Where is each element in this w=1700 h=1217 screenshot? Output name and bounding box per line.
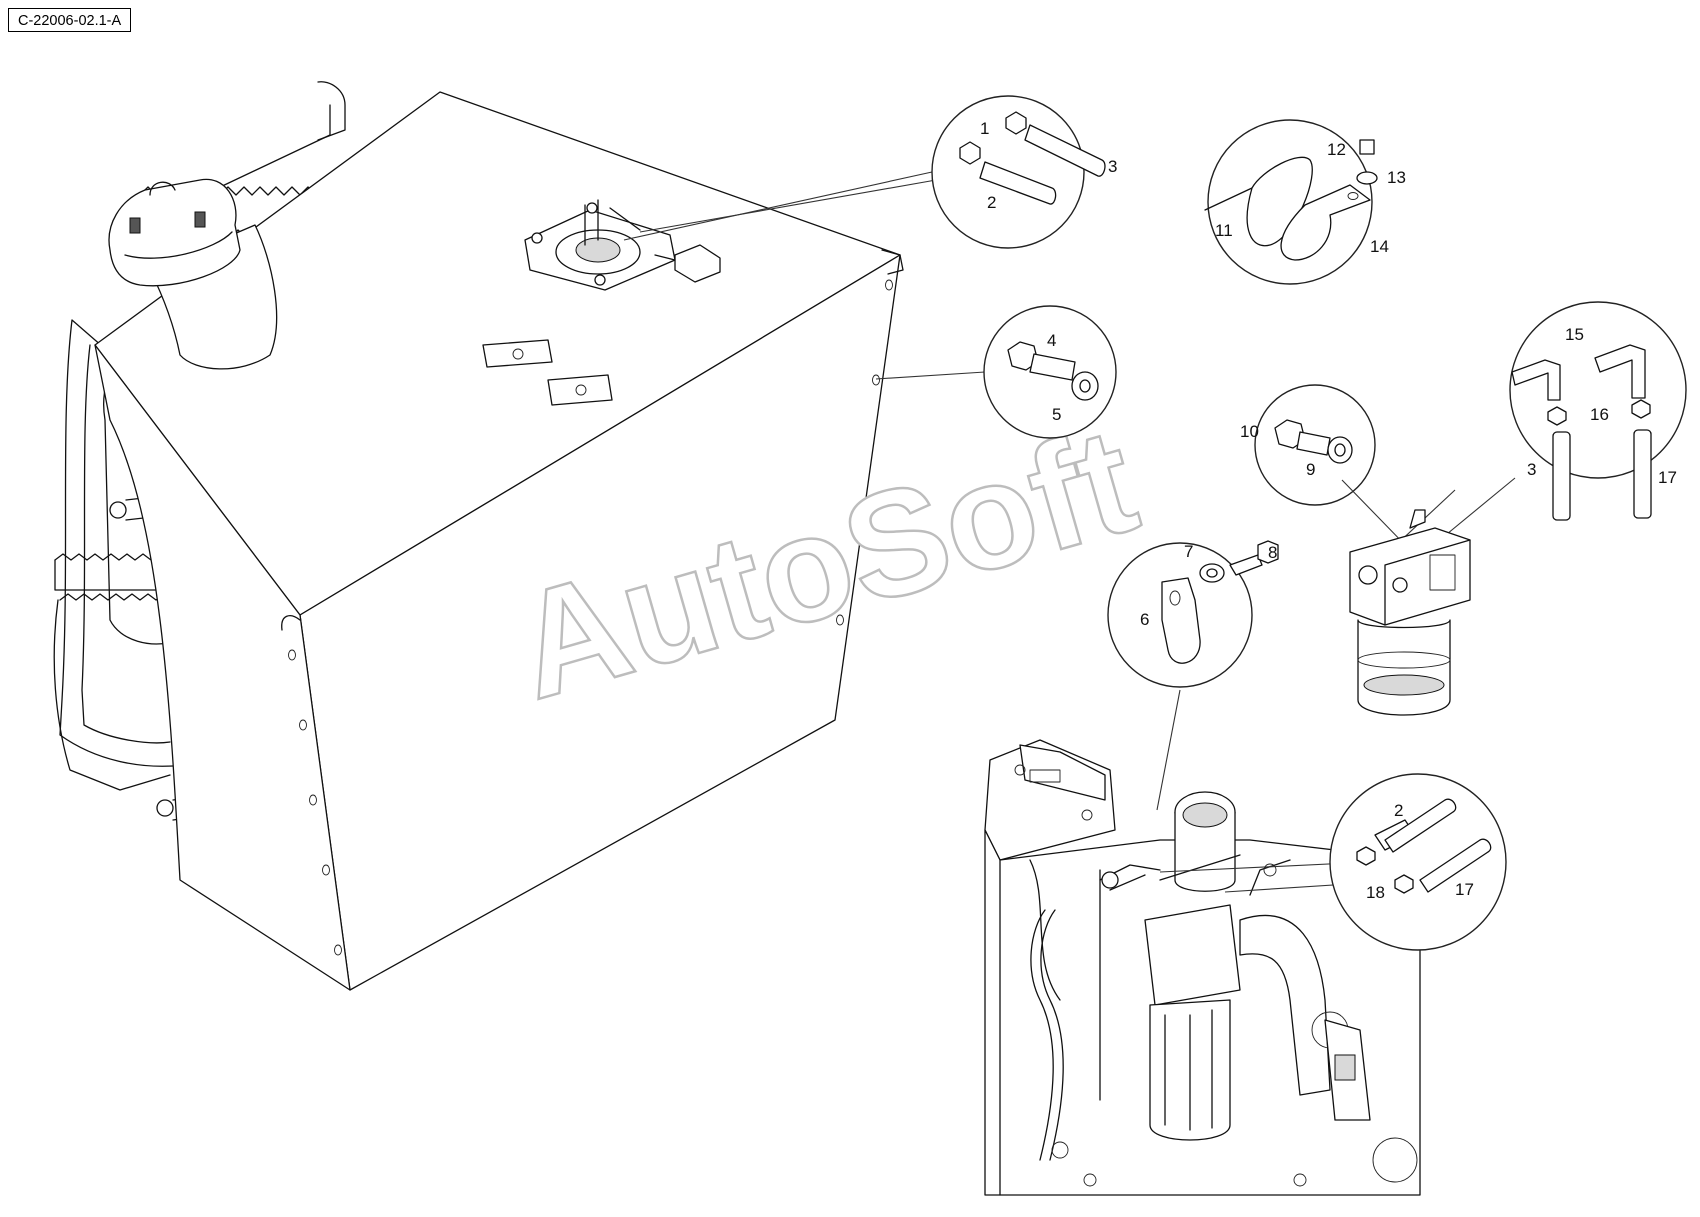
- fuel-filter-assembly: [1341, 477, 1516, 716]
- detail-hoses-2-17-18: [1159, 773, 1507, 951]
- detail-ties-clamps-11-14: [1204, 119, 1378, 285]
- detail-bolt-washer-4-5: [875, 305, 1117, 439]
- callout-label: 7: [1184, 542, 1193, 561]
- drawing-reference-code: C-22006-02.1-A: [8, 8, 132, 32]
- callout-label: 2: [1394, 801, 1403, 820]
- callout-label: 18: [1366, 883, 1385, 902]
- callout-label: 14: [1370, 237, 1389, 256]
- callout-label: 1: [980, 119, 989, 138]
- detail-clamp-6-7-8: [1107, 540, 1279, 688]
- engine-block: [984, 689, 1421, 1196]
- callout-label: 3: [1108, 157, 1117, 176]
- detail-bolt-washer-9-10: [1254, 384, 1376, 506]
- callout-label: 12: [1327, 140, 1346, 159]
- callout-label: 16: [1590, 405, 1609, 424]
- detail-hoses-1-2-3: [623, 95, 1106, 249]
- callout-label: 13: [1387, 168, 1406, 187]
- callout-label: 17: [1658, 468, 1677, 487]
- callout-label: 9: [1306, 460, 1315, 479]
- callout-label: 2: [987, 193, 996, 212]
- fuel-tank: [53, 81, 904, 991]
- detail-fittings-15-16-17: [1509, 301, 1687, 521]
- callout-label: 15: [1565, 325, 1584, 344]
- callout-label: 4: [1047, 331, 1056, 350]
- callout-label: 10: [1240, 422, 1259, 441]
- callout-label: 17: [1455, 880, 1474, 899]
- callout-label: 3: [1527, 460, 1536, 479]
- callout-label: 6: [1140, 610, 1149, 629]
- callout-label: 5: [1052, 405, 1061, 424]
- callout-label: 8: [1268, 543, 1277, 562]
- callout-label: 11: [1215, 221, 1233, 240]
